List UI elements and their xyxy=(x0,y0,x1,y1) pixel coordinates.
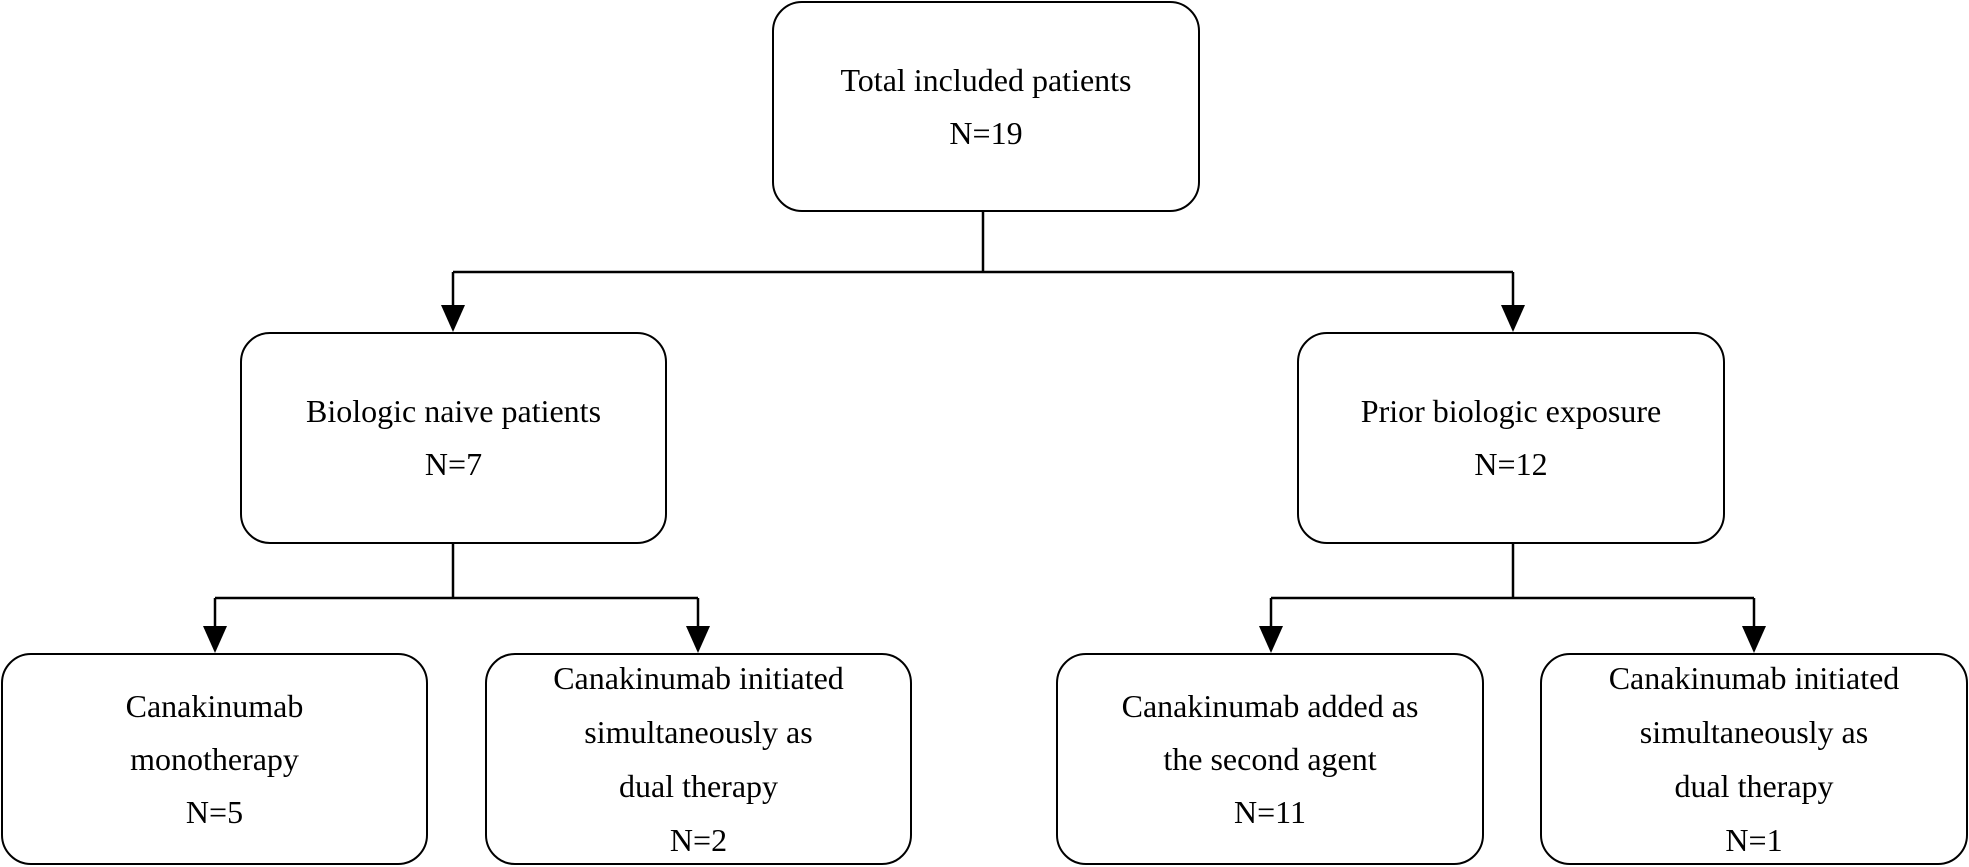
node-biologic-naive: Biologic naive patients N=7 xyxy=(240,332,667,544)
node-naive-label: Biologic naive patients xyxy=(305,393,602,429)
node-naive-count: N=7 xyxy=(424,446,483,482)
arrowhead-second xyxy=(1259,626,1283,653)
node-mono-label-1: Canakinumab xyxy=(125,687,304,724)
node-dual-prior-count: N=1 xyxy=(1725,822,1783,858)
node-dual-naive-count: N=2 xyxy=(669,822,728,858)
node-mono-count: N=5 xyxy=(185,793,244,830)
node-mono-label-2: monotherapy xyxy=(130,740,299,777)
node-total-patients: Total included patients N=19 xyxy=(772,1,1200,212)
node-dual-naive-label-1: Canakinumab initiated xyxy=(553,660,844,696)
node-second-agent: Canakinumab added as the second agent N=… xyxy=(1056,653,1484,865)
arrowhead-dual-prior xyxy=(1742,626,1766,653)
node-dual-therapy-naive: Canakinumab initiated simultaneously as … xyxy=(485,653,912,865)
node-prior-biologic: Prior biologic exposure N=12 xyxy=(1297,332,1725,544)
arrowhead-prior xyxy=(1501,305,1525,332)
node-second-label-2: the second agent xyxy=(1163,740,1377,777)
node-dual-prior-label-1: Canakinumab initiated xyxy=(1608,660,1900,696)
node-dual-prior-label-3: dual therapy xyxy=(1674,768,1834,804)
node-prior-label: Prior biologic exposure xyxy=(1360,393,1662,429)
node-total-count: N=19 xyxy=(949,114,1023,151)
node-dual-therapy-prior: Canakinumab initiated simultaneously as … xyxy=(1540,653,1968,865)
node-monotherapy: Canakinumab monotherapy N=5 xyxy=(1,653,428,865)
node-second-label-1: Canakinumab added as xyxy=(1121,687,1419,724)
node-dual-naive-label-3: dual therapy xyxy=(618,768,779,804)
node-prior-count: N=12 xyxy=(1474,446,1548,482)
arrowhead-dual-naive xyxy=(686,626,710,653)
node-second-count: N=11 xyxy=(1234,793,1306,830)
arrowhead-naive xyxy=(441,305,465,332)
arrowhead-mono xyxy=(203,626,227,653)
node-total-label: Total included patients xyxy=(840,61,1132,98)
node-dual-naive-label-2: simultaneously as xyxy=(584,714,813,750)
node-dual-prior-label-2: simultaneously as xyxy=(1639,714,1869,750)
